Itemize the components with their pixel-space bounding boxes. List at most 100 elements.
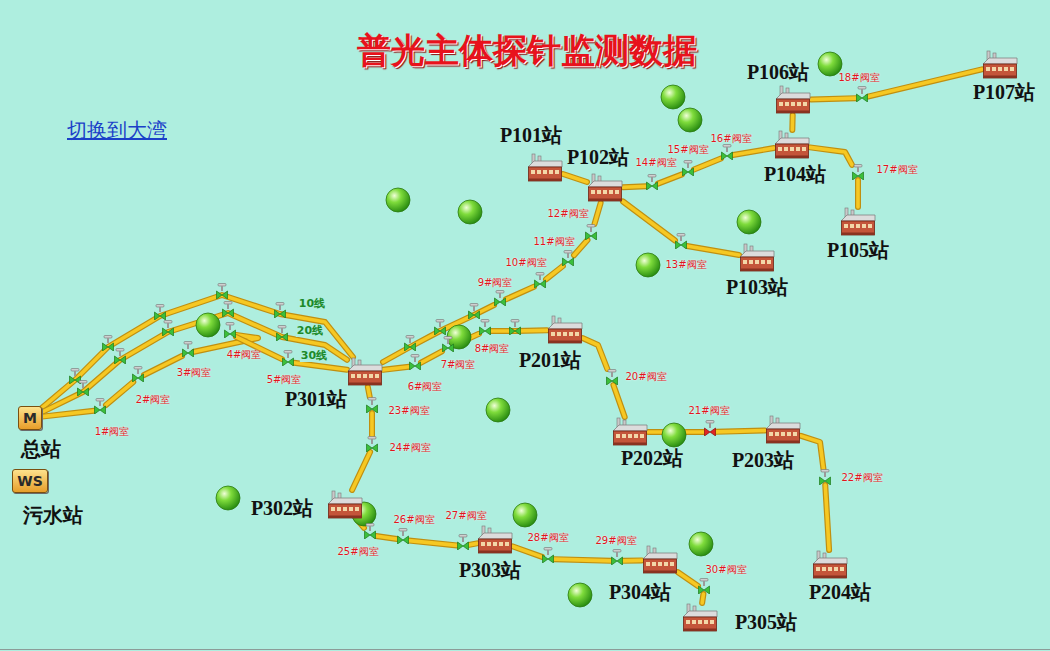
valve-chamber: 6#阀室: [409, 354, 421, 370]
valve-symbol: [163, 321, 174, 337]
pipeline: [868, 69, 982, 96]
valve-icon: [853, 165, 864, 181]
station-icon: [982, 50, 1018, 80]
valve-chamber: 23#阀室: [366, 397, 378, 413]
valve-icon: [442, 336, 454, 352]
valve-label: 9#阀室: [478, 277, 513, 289]
valve-icon: [683, 161, 694, 177]
valve-label: 21#阀室: [688, 405, 729, 417]
switch-link: 切换到大湾: [67, 118, 167, 142]
station-name: 总站: [21, 438, 61, 460]
box-code: WS: [17, 473, 43, 489]
valve-icon: [563, 251, 574, 267]
line-label: 30线: [300, 350, 328, 362]
pipeline: [106, 382, 133, 405]
pipe-body: [506, 287, 534, 300]
pipeline: [583, 338, 607, 369]
station-name: P101站: [500, 124, 562, 146]
valve-chamber: 20#阀室: [606, 369, 618, 385]
station-icon: [775, 131, 809, 158]
station-name: P104站: [764, 163, 826, 185]
station-icon: [643, 546, 677, 573]
pipe-outline: [811, 98, 856, 99]
valve-icon: [458, 535, 469, 551]
valve-label: 2#阀室: [136, 394, 171, 406]
pipe-outline: [716, 430, 765, 431]
pipeline: [513, 546, 542, 556]
pipeline: [811, 98, 856, 99]
valve-icon: [646, 174, 658, 190]
pipeline: [702, 594, 703, 603]
station-icon: [840, 207, 876, 237]
pipeline: [368, 387, 370, 397]
pipe-body: [810, 147, 852, 165]
pipe-outline: [42, 411, 94, 417]
valve-symbol: [277, 326, 288, 342]
valve-label: 8#阀室: [475, 343, 510, 355]
station-icon: [348, 358, 382, 385]
pipeline: [506, 287, 534, 300]
valve-chamber: 14#阀室: [646, 174, 658, 190]
station-icon: [613, 418, 647, 445]
valve-icon: [698, 578, 710, 594]
pipe-body: [868, 69, 982, 96]
pipeline: [554, 559, 611, 561]
valve-label: 27#阀室: [445, 510, 486, 522]
station-node: P104站: [774, 130, 810, 160]
station-name: P102站: [567, 146, 629, 168]
station-name: P304站: [609, 581, 671, 603]
pipe-body: [595, 203, 601, 224]
pipe-outline: [855, 180, 861, 207]
pipe-body: [658, 174, 682, 183]
station-node: P102站: [587, 173, 623, 203]
valve-icon: [443, 337, 454, 353]
bottom-rule: [0, 649, 1050, 650]
pipe-body: [42, 313, 347, 412]
valve-label: 20#阀室: [625, 371, 666, 383]
station-name: P203站: [732, 449, 794, 471]
valve-icon: [367, 437, 378, 453]
pipe-body: [613, 385, 624, 417]
valve-symbol: [115, 349, 126, 365]
station-icon: [682, 603, 718, 633]
page-title: 普光主体探针监测数据: [357, 30, 697, 70]
valve-chamber: 29#阀室: [611, 549, 623, 565]
pipe-outline: [810, 147, 852, 165]
valve-chamber: 10#阀室: [534, 272, 546, 288]
valve-chamber: 4#阀室: [224, 322, 236, 338]
valve-icon: [820, 470, 831, 486]
pipe-outline: [702, 594, 703, 603]
station-icon: [812, 550, 848, 580]
pipe-outline: [658, 174, 682, 183]
valve-icon: [705, 421, 716, 437]
valve-chamber: 2#阀室: [132, 366, 144, 382]
pipe-outline: [825, 485, 829, 550]
pipe-body: [352, 452, 370, 490]
valve-chamber: 18#阀室: [856, 86, 868, 102]
probe-indicator: [678, 108, 702, 132]
probe-indicator: [636, 253, 660, 277]
valve-icon: [819, 469, 831, 485]
station-icon: [477, 525, 513, 555]
valve-chamber: 16#阀室: [721, 144, 733, 160]
valve-chamber: 11#阀室: [562, 250, 574, 266]
valve-icon: [366, 397, 378, 413]
pipe-body: [687, 246, 739, 255]
pipe-outline: [574, 240, 587, 255]
pipe-body: [546, 266, 563, 279]
pipe-outline: [409, 541, 457, 546]
pipe-body: [623, 202, 675, 241]
valve-label: 23#阀室: [388, 405, 429, 417]
pipeline: [694, 158, 721, 169]
valve-icon: [398, 529, 409, 545]
station-box: WS污水站: [12, 469, 48, 493]
pipe-body: [106, 382, 133, 405]
station-icon: [328, 491, 362, 518]
valve-label: 11#阀室: [533, 236, 574, 248]
pipeline: [383, 367, 409, 370]
valve-chamber: 3#阀室: [182, 341, 194, 357]
station-node: P103站: [739, 243, 775, 273]
pipeline: [595, 203, 601, 224]
valve-icon: [409, 354, 421, 370]
